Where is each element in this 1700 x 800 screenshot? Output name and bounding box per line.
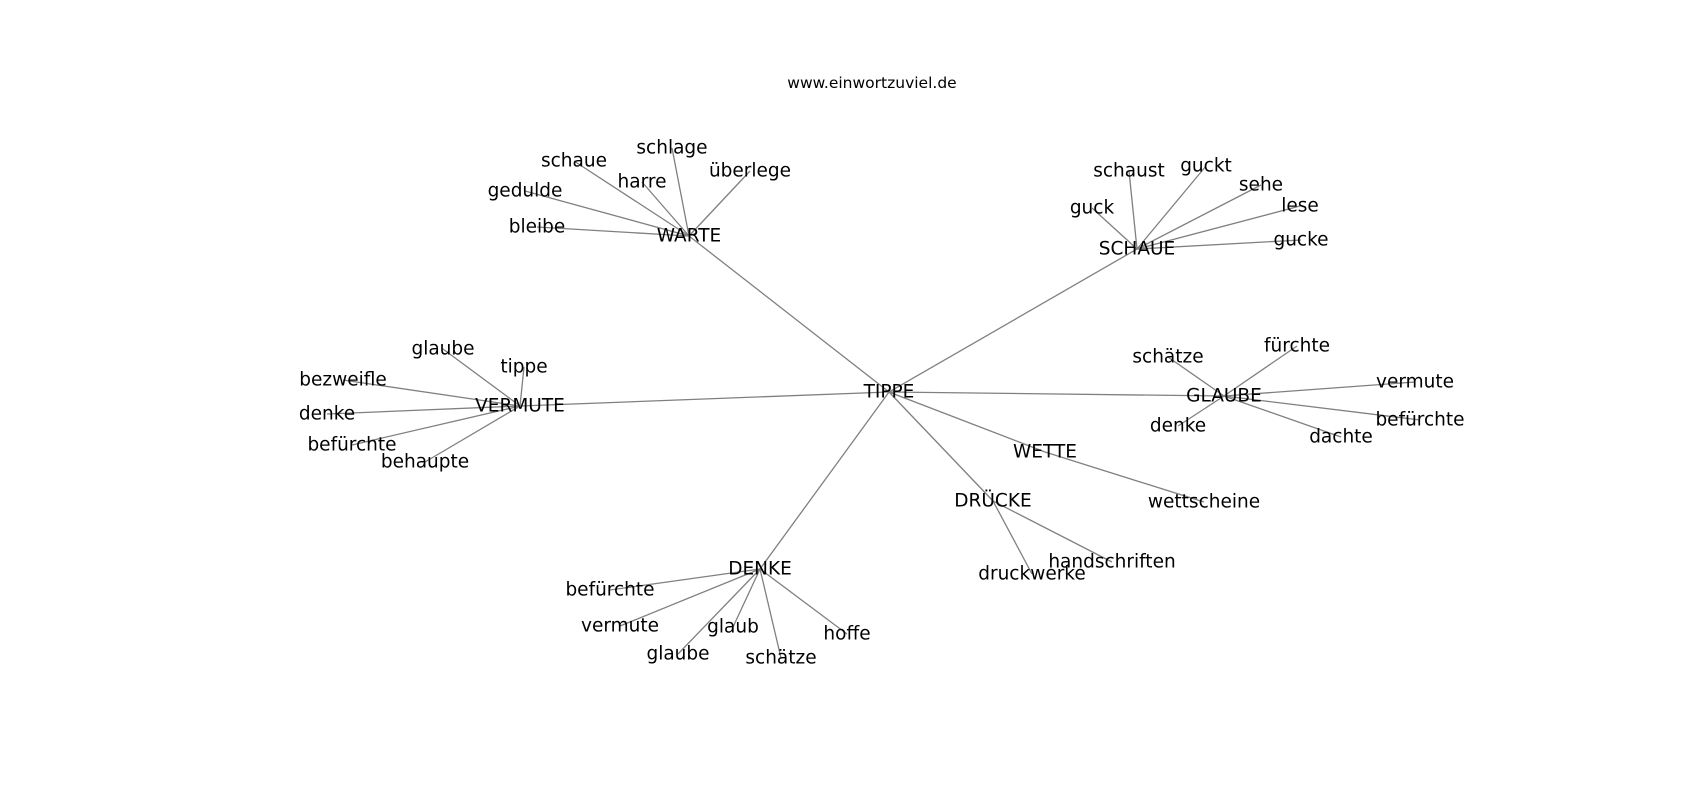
leaf-node-wette-wettscheine: wettscheine (1148, 492, 1260, 513)
edge-glaube-schaetze (1167, 356, 1225, 397)
hub-node-druecke: DRÜCKE (954, 490, 1031, 512)
leaf-node-schaue-guck: guck (1070, 198, 1115, 219)
leaf-node-vermute-bezweifle: bezweifle (299, 370, 387, 391)
leaf-node-vermute-tippe: tippe (500, 357, 547, 378)
edge-schaue-lese (1136, 205, 1301, 250)
leaf-node-warte-schlage: schlage (636, 138, 707, 159)
leaf-node-warte-gedulde: gedulde (488, 181, 563, 202)
edge-glaube-befuerchte (1223, 395, 1421, 421)
edge-vermute-befuerchte (351, 405, 521, 446)
edge-vermute-denke (326, 405, 521, 415)
edge-vermute-tippe (519, 366, 525, 407)
leaf-node-denke-glaube: glaube (646, 644, 709, 665)
hub-node-glaube: GLAUBE (1186, 386, 1262, 407)
leaf-node-schaue-sehe: sehe (1239, 175, 1283, 196)
leaf-node-glaube-fuerchte: fürchte (1264, 336, 1330, 357)
edge-denke-glaub (732, 568, 761, 628)
leaf-node-schaue-gucke: gucke (1273, 230, 1328, 251)
edge-root-schaue (888, 248, 1138, 393)
edge-glaube-dachte (1223, 395, 1342, 438)
edge-warte-gedulde (524, 190, 690, 237)
edge-schaue-guckt (1136, 165, 1207, 250)
edge-denke-hoffe (759, 568, 848, 635)
leaf-node-vermute-behaupte: behaupte (381, 452, 469, 473)
leaf-node-warte-ueberlege: überlege (709, 161, 791, 182)
edge-glaube-vermute (1223, 381, 1416, 397)
leaf-node-denke-hoffe: hoffe (823, 624, 870, 645)
edge-warte-schaue (573, 160, 690, 237)
edge-vermute-glaube (442, 348, 521, 407)
edge-root-druecke (888, 391, 994, 502)
leaf-node-denke-befuerchte: befürchte (565, 580, 654, 601)
edge-root-denke (759, 391, 890, 570)
leaf-node-schaue-schaust: schaust (1093, 161, 1165, 182)
edge-warte-harre (641, 181, 690, 237)
leaf-node-glaube-dachte: dachte (1309, 427, 1373, 448)
edge-root-warte (688, 235, 890, 393)
edge-druecke-druckwerke (992, 500, 1033, 575)
edge-denke-schaetze (759, 568, 782, 659)
leaf-node-warte-schaue: schaue (541, 151, 607, 172)
edge-schaue-schaust (1128, 170, 1138, 250)
edge-denke-befuerchte (609, 568, 761, 591)
edge-root-glaube (888, 391, 1225, 397)
leaf-node-druecke-handschriften: handschriften (1048, 552, 1175, 573)
leaf-node-druecke-druckwerke: druckwerke (978, 564, 1086, 585)
edge-schaue-guck (1091, 207, 1138, 250)
edge-vermute-bezweifle (342, 379, 521, 407)
hub-node-vermute: VERMUTE (475, 396, 565, 417)
hub-node-warte: WARTE (657, 226, 721, 247)
hub-node-denke: DENKE (728, 559, 792, 580)
edge-warte-ueberlege (688, 170, 751, 237)
leaf-node-warte-harre: harre (618, 172, 667, 193)
root-node-label: TIPPE (863, 382, 915, 403)
edge-warte-schlage (671, 147, 690, 237)
edge-root-wette (888, 391, 1046, 453)
hub-node-wette: WETTE (1013, 442, 1077, 463)
leaf-node-warte-bleibe: bleibe (509, 217, 566, 238)
leaf-node-denke-schaetze: schätze (745, 648, 816, 669)
leaf-node-glaube-vermute: vermute (1376, 372, 1454, 393)
edge-schaue-sehe (1136, 184, 1262, 250)
edge-glaube-fuerchte (1223, 345, 1298, 397)
edge-vermute-behaupte (424, 405, 521, 463)
edge-denke-glaube (677, 568, 761, 655)
edge-warte-bleibe (536, 226, 690, 237)
leaf-node-schaue-lese: lese (1281, 196, 1319, 217)
edge-denke-vermute (619, 568, 761, 627)
leaf-node-glaube-denke: denke (1150, 416, 1206, 437)
leaf-node-vermute-glaube: glaube (411, 339, 474, 360)
edge-schaue-gucke (1136, 239, 1302, 250)
hub-node-schaue: SCHAUE (1099, 239, 1175, 260)
leaf-node-glaube-schaetze: schätze (1132, 347, 1203, 368)
leaf-node-vermute-denke: denke (299, 404, 355, 425)
edges (326, 147, 1421, 659)
leaf-node-vermute-befuerchte: befürchte (307, 435, 396, 456)
edge-root-vermute (519, 391, 890, 407)
edge-glaube-denke (1177, 395, 1225, 427)
leaf-node-glaube-befuerchte: befürchte (1375, 410, 1464, 431)
leaf-node-denke-glaub: glaub (707, 617, 759, 638)
edge-wette-wettscheine (1044, 451, 1205, 503)
leaf-node-schaue-guckt: guckt (1180, 156, 1232, 177)
edge-druecke-handschriften (992, 500, 1113, 563)
leaf-node-denke-vermute: vermute (581, 616, 659, 637)
source-url: www.einwortzuviel.de (787, 74, 956, 92)
